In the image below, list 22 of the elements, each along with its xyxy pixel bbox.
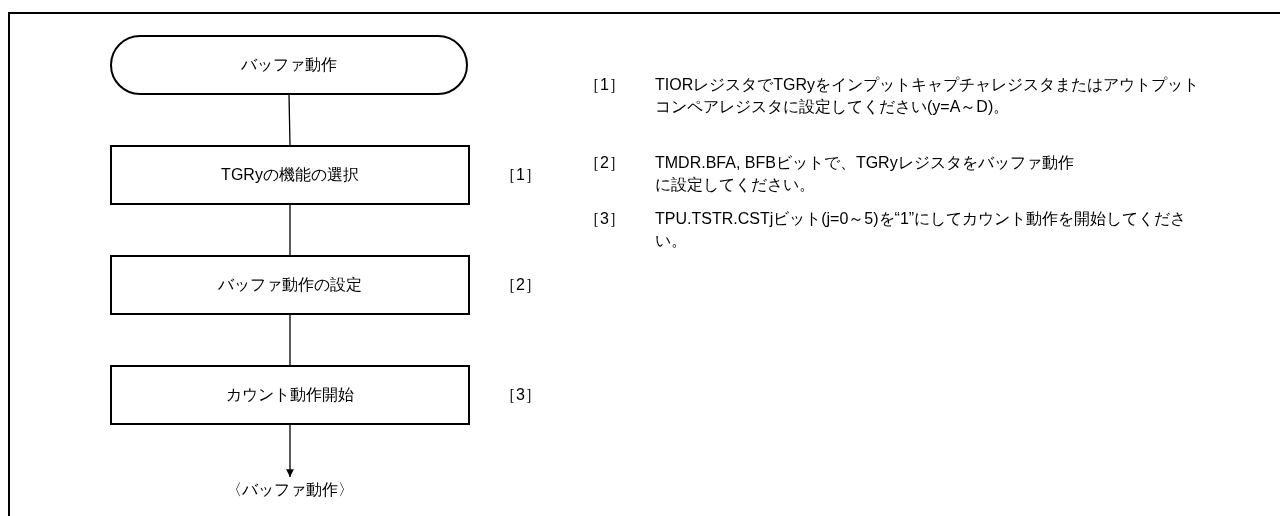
connector-line [289,204,291,256]
step-number: ［3］ [500,385,541,405]
end-label: 〈バッファ動作〉 [220,478,360,502]
note-text: TIORレジスタでTGRyをインプットキャプチャレジスタまたはアウトプットコンペアレジスタに設定してください(y=A～D)。 [655,75,1200,117]
connector-line [288,94,291,146]
note-text: TPU.TSTR.CSTjビット(j=0～5)を“1”にしてカウント動作を開始してください。 [655,209,1188,251]
note-number: ［1］ [584,75,626,95]
arrow [286,424,294,478]
step-number: ［1］ [500,165,541,185]
step-number: ［2］ [500,275,541,295]
step-text: カウント動作開始 [226,384,354,405]
step-text: TGRyの機能の選択 [221,164,359,185]
connector-line [289,314,291,366]
process-box [110,145,470,205]
note-number: ［3］ [584,209,626,229]
terminator-shape [110,35,468,95]
note-number: ［2］ [584,153,626,173]
process-box [110,255,470,315]
note-text: TMDR.BFA, BFBビットで、TGRyレジスタをバッファ動作に設定してください。 [655,153,1075,195]
step-text: バッファ動作の設定 [218,274,362,295]
step-text: バッファ動作 [241,54,337,75]
process-box [110,365,470,425]
